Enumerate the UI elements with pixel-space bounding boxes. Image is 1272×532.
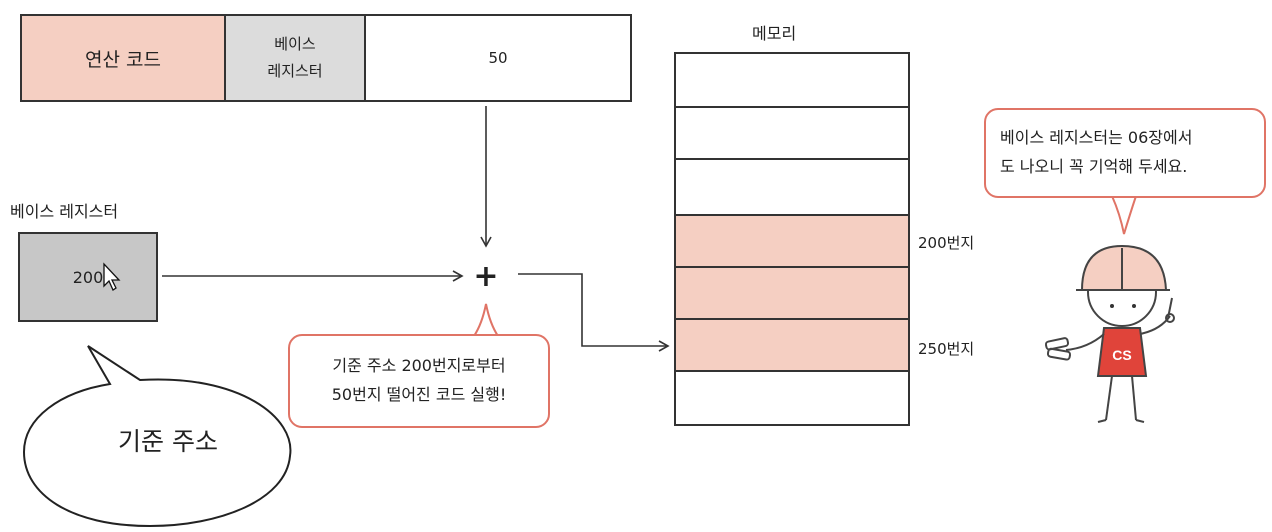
explanation-bubble: 기준 주소 200번지로부터 50번지 떨어진 코드 실행! (288, 334, 550, 428)
memory-cell (676, 54, 908, 108)
displacement-field: 50 (366, 16, 630, 100)
explanation-bubble-tail (473, 303, 499, 337)
memory-cell-highlighted (676, 216, 908, 268)
arrow-plus-to-memory (518, 273, 670, 352)
mouse-cursor-icon (103, 262, 121, 291)
memory-block (674, 52, 910, 426)
instruction-format: 연산 코드 베이스 레지스터 50 (20, 14, 632, 102)
character-figure (1044, 244, 1175, 423)
character-badge: CS (1112, 347, 1131, 363)
displacement-value: 50 (488, 49, 508, 67)
tip-bubble: 베이스 레지스터는 06장에서 도 나오니 꼭 기억해 두세요. (984, 108, 1266, 198)
plus-operator: + (473, 258, 499, 294)
address-250-label: 250번지 (918, 340, 975, 358)
memory-cell-highlighted (676, 320, 908, 372)
memory-cell-highlighted (676, 268, 908, 320)
tip-line1: 베이스 레지스터는 06장에서 (1000, 128, 1193, 148)
opcode-label: 연산 코드 (85, 48, 161, 71)
memory-title: 메모리 (752, 24, 797, 43)
tip-bubble-tail (1111, 195, 1137, 235)
tip-line2: 도 나오니 꼭 기억해 두세요. (1000, 157, 1188, 176)
base-register-field-line1: 베이스 (274, 35, 316, 53)
base-register-value: 200 (72, 267, 104, 287)
base-register-field: 베이스 레지스터 (226, 16, 366, 100)
base-register-label: 베이스 레지스터 (10, 202, 119, 221)
opcode-field: 연산 코드 (22, 16, 226, 100)
memory-cell (676, 160, 908, 216)
explanation-line1: 기준 주소 200번지로부터 (332, 356, 506, 376)
callout-oval (22, 345, 292, 528)
memory-cell (676, 108, 908, 160)
base-register-box: 200 (18, 232, 158, 322)
base-register-field-line2: 레지스터 (267, 62, 323, 80)
address-200-label: 200번지 (918, 234, 975, 252)
explanation-line2: 50번지 떨어진 코드 실행! (331, 385, 507, 404)
callout-text: 기준 주소 (118, 427, 218, 456)
